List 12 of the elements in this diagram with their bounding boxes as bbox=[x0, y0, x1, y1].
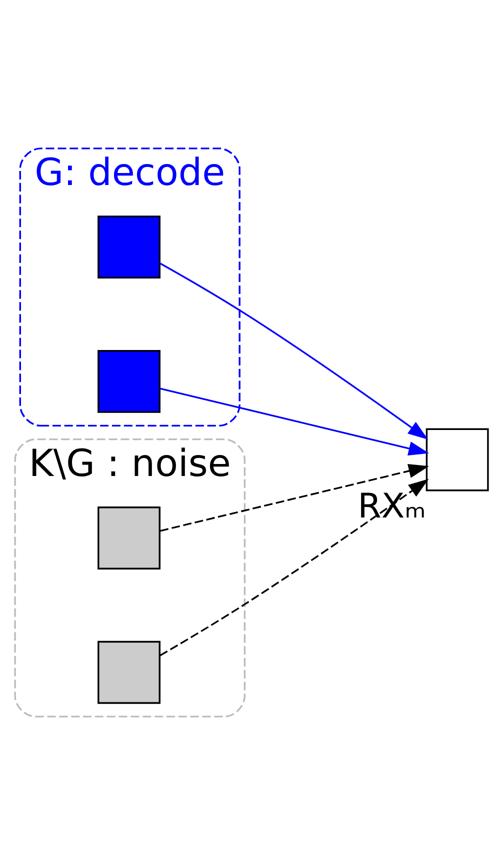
cluster: K\G : noise bbox=[14, 438, 246, 717]
node-box bbox=[98, 215, 160, 278]
node-box bbox=[98, 640, 160, 704]
arrow bbox=[159, 262, 428, 440]
node-box bbox=[98, 350, 160, 412]
arrow bbox=[160, 387, 430, 455]
node-box bbox=[426, 428, 489, 491]
cluster: G: decode bbox=[19, 147, 240, 426]
arrow bbox=[160, 463, 430, 532]
node-box bbox=[98, 506, 160, 569]
node-label: RXₘ bbox=[358, 486, 426, 526]
arrow bbox=[160, 478, 429, 656]
